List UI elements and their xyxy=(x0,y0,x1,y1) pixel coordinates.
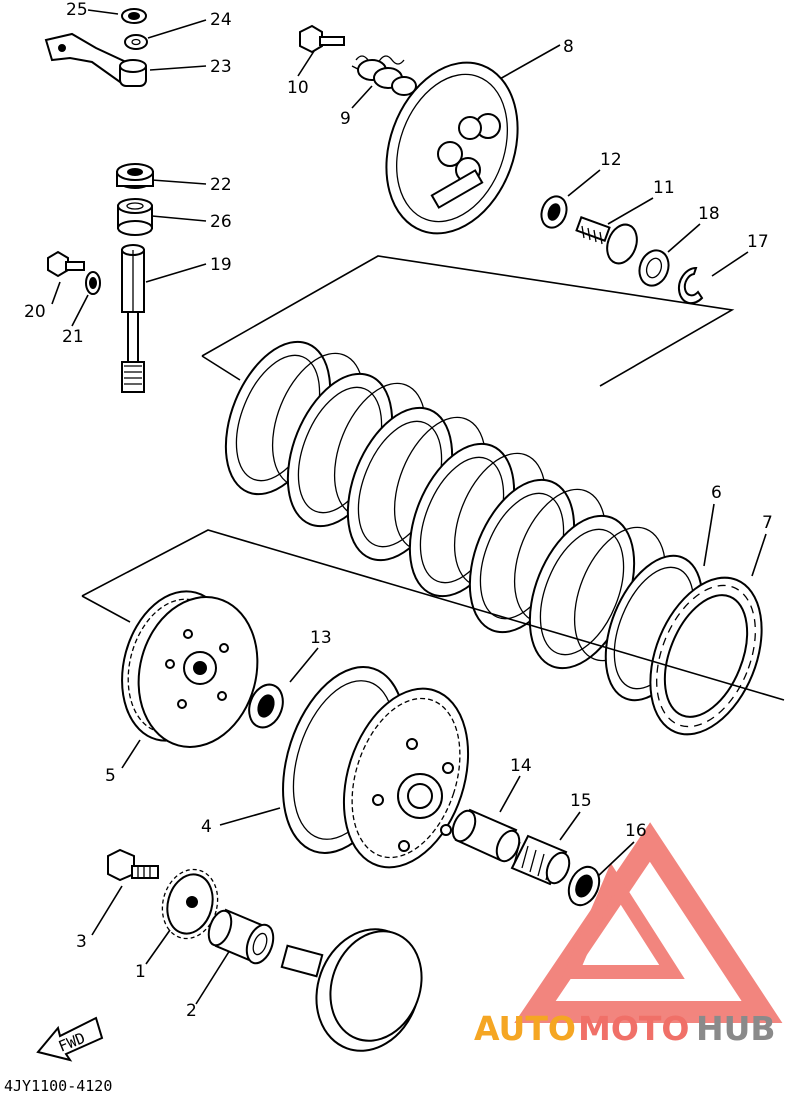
callout-17: 17 xyxy=(747,232,769,252)
part-17-circlip xyxy=(678,266,704,305)
drawing-code: 4JY1100-4120 xyxy=(4,1077,112,1095)
callout-15: 15 xyxy=(570,791,592,811)
part-13-thrust-washer xyxy=(248,683,284,729)
watermark-hub: HUB xyxy=(696,1009,776,1048)
callout-20: 20 xyxy=(24,302,46,322)
callout-26: 26 xyxy=(210,212,232,232)
part-2-collar xyxy=(207,908,275,965)
callout-12: 12 xyxy=(600,150,622,170)
callout-5: 5 xyxy=(105,766,116,786)
callout-16: 16 xyxy=(625,821,647,841)
part-21-washer xyxy=(85,271,101,295)
part-1-primary-drive-gear xyxy=(161,868,219,940)
callout-7: 7 xyxy=(762,513,773,533)
watermark-moto: MOTO xyxy=(578,1009,689,1048)
part-3-bolt xyxy=(107,848,159,882)
part-4-clutch-housing xyxy=(282,666,470,869)
part-22-bearing xyxy=(116,163,154,189)
callout-9: 9 xyxy=(340,109,351,129)
part-8-pressure-plate xyxy=(385,61,519,235)
part-20-bolt xyxy=(47,250,85,278)
callout-25: 25 xyxy=(66,0,88,20)
callout-19: 19 xyxy=(210,255,232,275)
callout-8: 8 xyxy=(563,37,574,57)
callout-2: 2 xyxy=(186,1001,197,1021)
part-9-spring xyxy=(351,55,417,96)
part-5-primary-driven-gear xyxy=(121,590,259,748)
part-15-needle-bearing xyxy=(510,834,571,886)
part-24-washer xyxy=(124,34,148,50)
part-12-oil-seal xyxy=(540,195,568,229)
fwd-arrow: FWD xyxy=(36,1016,104,1062)
part-26-collar xyxy=(117,198,153,236)
callout-23: 23 xyxy=(210,57,232,77)
callout-4: 4 xyxy=(201,817,212,837)
part-16-thrust-washer xyxy=(567,865,601,907)
watermark-auto: AUTO xyxy=(474,1009,576,1048)
hub-group-outline xyxy=(81,529,785,701)
crankshaft-stub xyxy=(280,928,423,1052)
callout-14: 14 xyxy=(510,756,532,776)
clutch-plate-stack xyxy=(224,340,763,736)
part-23-push-lever xyxy=(44,32,147,87)
part-14-spacer xyxy=(451,808,521,863)
callout-11: 11 xyxy=(653,178,675,198)
callout-13: 13 xyxy=(310,628,332,648)
watermark-text: AUTO MOTO HUB xyxy=(474,1009,776,1048)
callout-24: 24 xyxy=(210,10,232,30)
callout-1: 1 xyxy=(135,962,146,982)
callout-10: 10 xyxy=(287,78,309,98)
leader-lines xyxy=(51,9,767,1005)
part-11-push-rod-1 xyxy=(575,216,638,265)
part-7-friction-plate xyxy=(649,576,763,736)
watermark-logo xyxy=(514,822,783,1023)
callout-6: 6 xyxy=(711,483,722,503)
callout-3: 3 xyxy=(76,932,87,952)
part-19-push-rod xyxy=(121,244,145,393)
plate-stack-outline xyxy=(201,255,735,387)
callout-21: 21 xyxy=(62,327,84,347)
part-25-nut xyxy=(121,8,147,24)
callout-22: 22 xyxy=(210,175,232,195)
part-18-bearing xyxy=(638,249,670,287)
callout-labels: 25 24 23 22 26 19 20 21 10 9 8 12 11 18 … xyxy=(24,0,773,1021)
callout-18: 18 xyxy=(698,204,720,224)
part-10-bolt xyxy=(299,24,345,54)
